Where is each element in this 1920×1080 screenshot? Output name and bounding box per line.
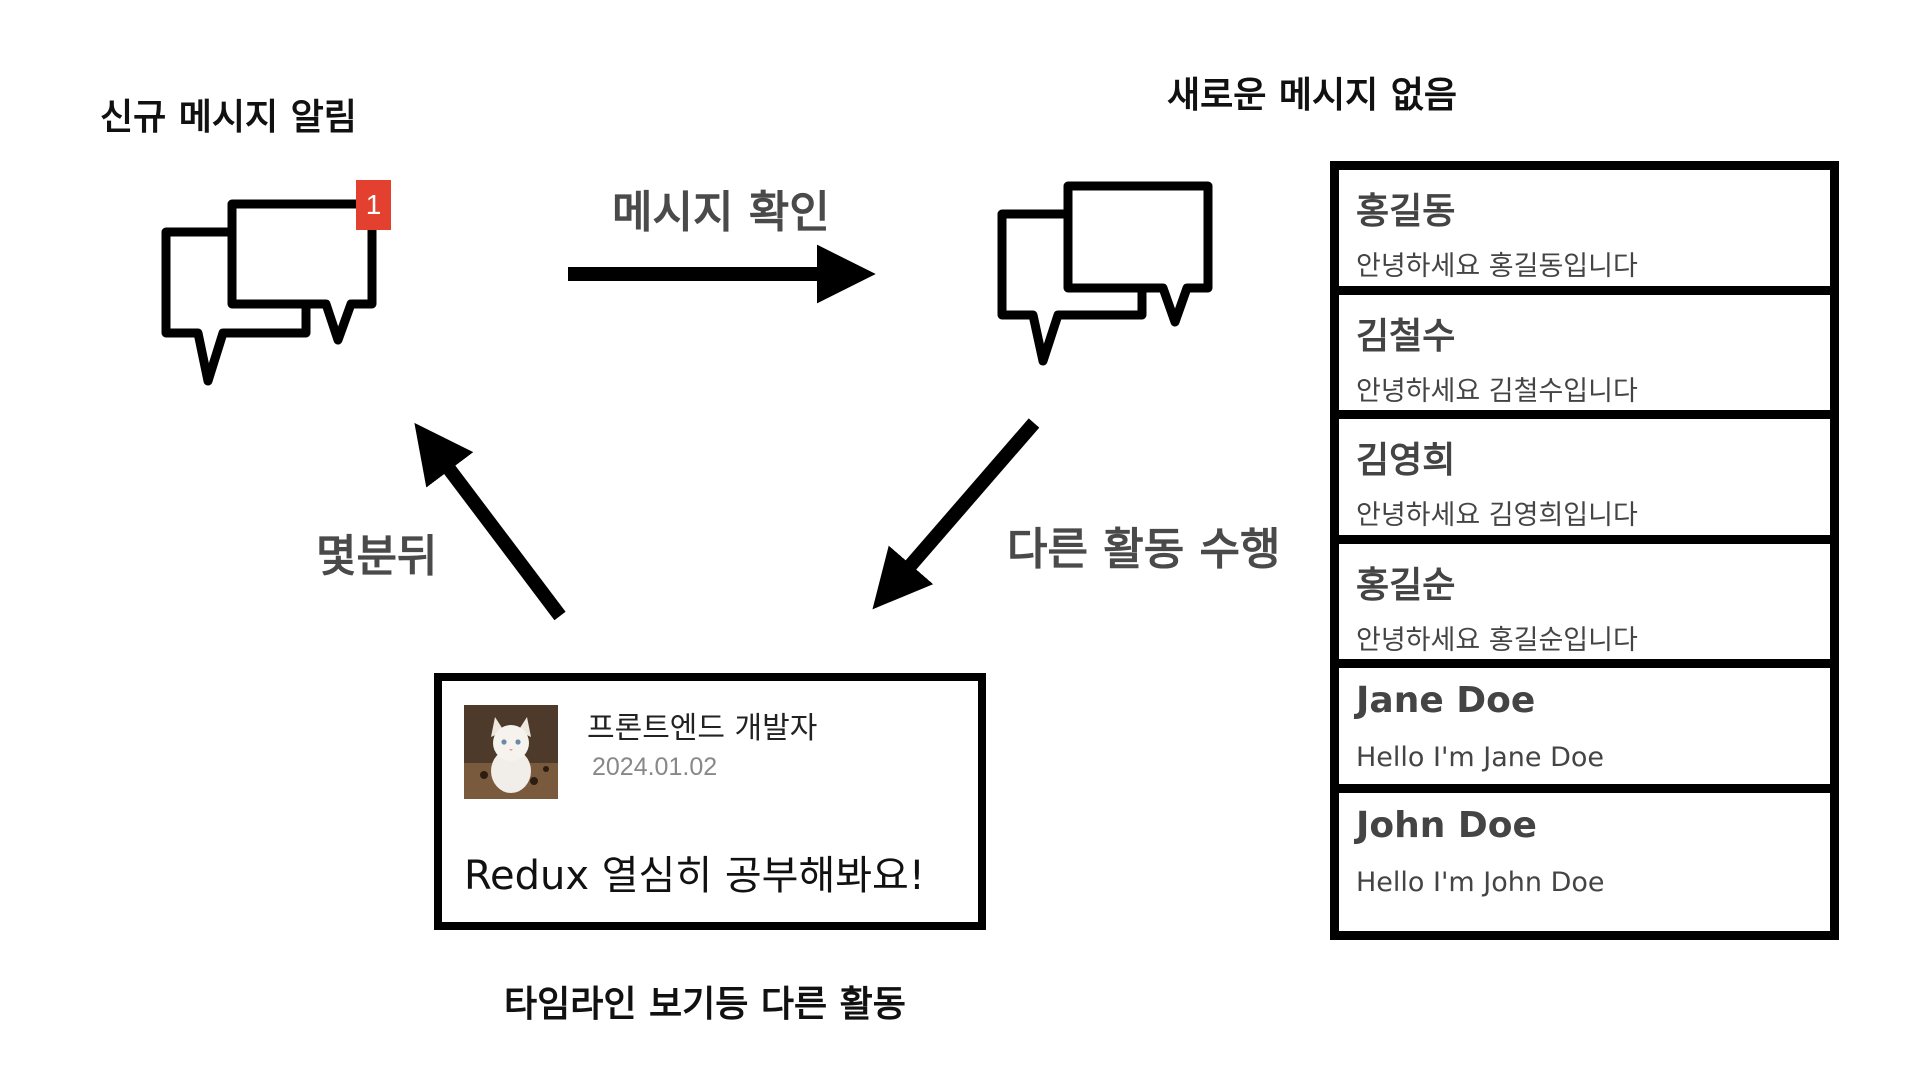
message-preview: 안녕하세요 김영희입니다 [1356,500,1638,531]
label-minutes-later: 몇분뒤 [316,531,438,582]
message-sender: John Doe [1356,804,1537,846]
notification-badge: 1 [356,180,391,230]
message-preview: 안녕하세요 홍길동입니다 [1356,251,1638,282]
message-preview: 안녕하세요 김철수입니다 [1356,375,1638,407]
timeline-post-card: 프론트엔드 개발자 2024.01.02 Redux 열심히 공부해봐요! [434,673,986,930]
list-item[interactable]: 김철수 안녕하세요 김철수입니다 [1339,295,1830,419]
cat-avatar-icon [464,705,558,799]
message-sender: 김영희 [1356,440,1456,481]
heading-no-new: 새로운 메시지 없음 [1167,75,1458,116]
list-item[interactable]: 김영희 안녕하세요 김영희입니다 [1339,419,1830,544]
list-item[interactable]: John Doe Hello I'm John Doe [1339,793,1830,918]
list-item[interactable]: Jane Doe Hello I'm Jane Doe [1339,668,1830,793]
message-preview: Hello I'm John Doe [1356,866,1605,898]
label-other-activity: 다른 활동 수행 [1007,524,1281,575]
post-body: Redux 열심히 공부해봐요! [464,853,925,899]
heading-timeline: 타임라인 보기등 다른 활동 [504,984,906,1025]
message-preview: 안녕하세요 홍길순입니다 [1356,624,1638,656]
message-list: 홍길동 안녕하세요 홍길동입니다 김철수 안녕하세요 김철수입니다 김영희 안녕… [1330,161,1839,940]
chat-bubbles-icon-new [161,199,377,386]
label-check-messages: 메시지 확인 [612,187,830,238]
post-author: 프론트엔드 개발자 [587,711,818,746]
list-item[interactable]: 홍길순 안녕하세요 홍길순입니다 [1339,544,1830,668]
post-date: 2024.01.02 [592,753,718,781]
message-sender: 홍길순 [1356,564,1456,606]
list-item[interactable]: 홍길동 안녕하세요 홍길동입니다 [1339,170,1830,295]
message-sender: 홍길동 [1356,191,1456,232]
arrow-icon-return [414,422,566,621]
message-preview: Hello I'm Jane Doe [1356,742,1605,773]
chat-bubbles-icon-empty [997,181,1213,366]
message-sender: 김철수 [1356,315,1456,357]
heading-new-alert: 신규 메시지 알림 [100,97,357,138]
message-sender: Jane Doe [1356,680,1536,721]
